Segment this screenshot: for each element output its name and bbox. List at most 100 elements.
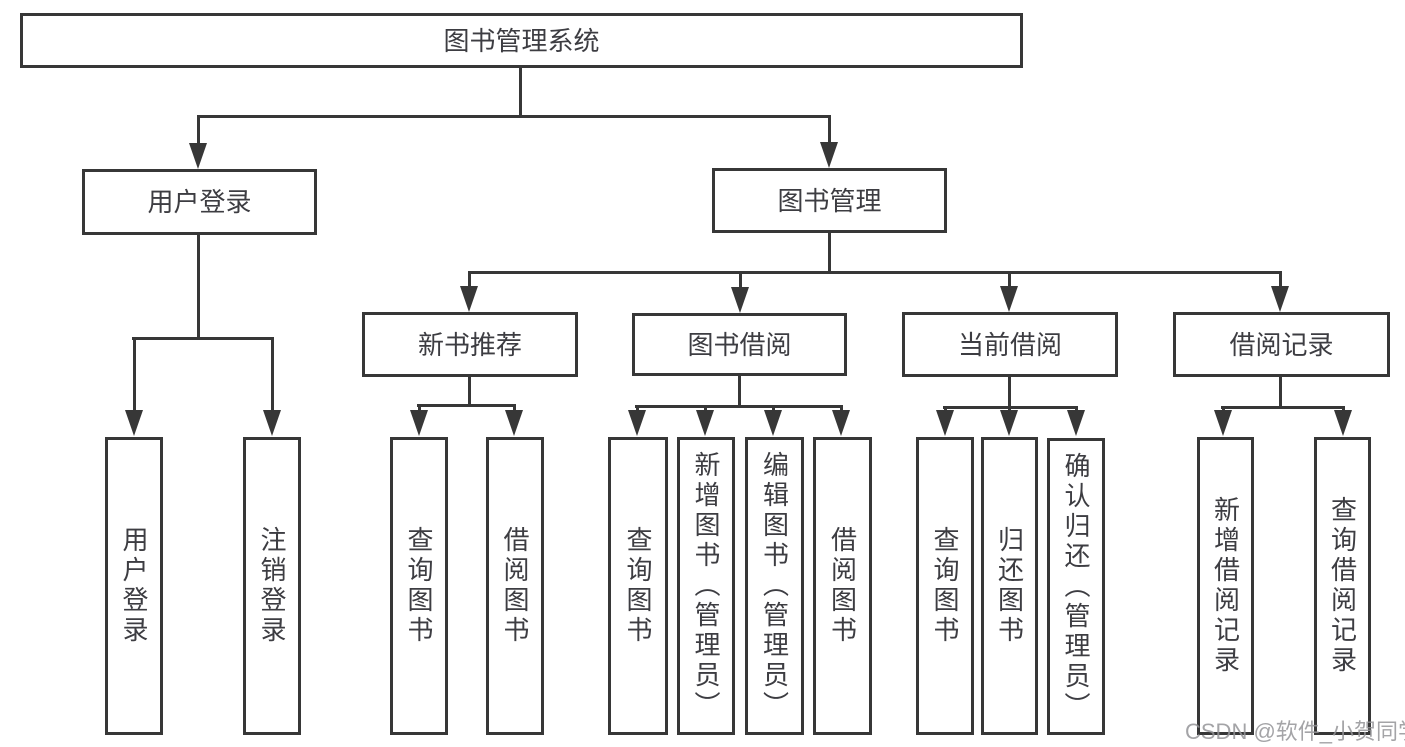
- leaf-query-borrow-record-label: 查询借阅记录: [1327, 496, 1358, 676]
- node-book-borrow: 图书借阅: [632, 313, 847, 376]
- node-book-management: 图书管理: [712, 168, 947, 233]
- arrow-down-icon: [505, 404, 523, 436]
- leaf-borrow-books: 借阅图书: [813, 437, 872, 735]
- arrow-stem: [467, 271, 471, 286]
- arrow-down-icon: [1271, 271, 1289, 312]
- node-user-login: 用户登录: [82, 169, 317, 235]
- leaf-return-books: 归还图书: [981, 437, 1038, 735]
- node-current-borrow: 当前借阅: [902, 312, 1118, 377]
- node-current-borrow-label: 当前借阅: [957, 329, 1062, 360]
- leaf-query-books-current: 查询图书: [916, 437, 974, 735]
- leaf-edit-books-admin-label: 编辑图书（管理员）: [759, 451, 790, 721]
- connector-line: [635, 405, 843, 408]
- connector-line: [519, 66, 522, 118]
- node-root-library-system: 图书管理系统: [20, 13, 1023, 68]
- arrow-tip: [1214, 410, 1232, 436]
- connector-line: [468, 271, 1282, 274]
- arrow-down-icon: [832, 405, 850, 436]
- csdn-watermark: CSDN @软件_小贺同学: [1185, 719, 1405, 744]
- arrow-stem: [827, 115, 831, 142]
- arrow-stem: [512, 404, 516, 410]
- arrow-stem: [270, 337, 274, 410]
- arrow-down-icon: [1000, 271, 1018, 312]
- arrow-stem: [1278, 271, 1282, 286]
- leaf-add-books-admin: 新增图书（管理员）: [677, 437, 735, 735]
- node-new-book-recommend: 新书推荐: [362, 312, 578, 377]
- connector-line: [1008, 376, 1011, 409]
- leaf-add-books-admin-label: 新增图书（管理员）: [691, 451, 721, 721]
- node-user-login-label: 用户登录: [147, 187, 252, 217]
- arrow-down-icon: [628, 405, 646, 436]
- arrow-tip: [1000, 410, 1018, 436]
- arrow-down-icon: [1214, 406, 1232, 436]
- connector-line: [943, 406, 1078, 409]
- arrow-down-icon: [1067, 406, 1085, 436]
- arrow-tip: [1067, 410, 1085, 436]
- arrow-stem: [1007, 271, 1011, 286]
- leaf-borrow-books-recommend-label: 借阅图书: [500, 526, 530, 646]
- arrow-stem: [196, 115, 200, 143]
- arrow-stem: [771, 405, 775, 410]
- node-borrow-records-label: 借阅记录: [1229, 329, 1334, 360]
- arrow-down-icon: [410, 404, 428, 436]
- node-book-borrow-label: 图书借阅: [687, 329, 792, 360]
- connector-line: [132, 337, 274, 340]
- leaf-query-books-recommend-label: 查询图书: [404, 526, 434, 646]
- connector-line: [197, 115, 831, 118]
- arrow-stem: [132, 337, 136, 410]
- leaf-query-books-recommend: 查询图书: [390, 437, 448, 735]
- arrow-stem: [943, 406, 947, 410]
- leaf-query-borrow-record: 查询借阅记录: [1314, 437, 1371, 735]
- leaf-confirm-return-admin: 确认归还（管理员）: [1047, 438, 1105, 735]
- connector-line: [828, 232, 831, 274]
- connector-line: [1279, 376, 1282, 409]
- connector-line: [468, 376, 471, 407]
- arrow-tip: [1271, 286, 1289, 312]
- leaf-query-books-borrow-label: 查询图书: [623, 526, 653, 646]
- arrow-stem: [839, 405, 843, 410]
- arrow-tip: [1000, 286, 1018, 312]
- leaf-user-login: 用户登录: [105, 437, 163, 735]
- leaf-confirm-return-admin-label: 确认归还（管理员）: [1061, 451, 1091, 722]
- arrow-tip: [460, 286, 478, 312]
- arrow-down-icon: [1000, 406, 1018, 436]
- node-root-label: 图书管理系统: [443, 25, 600, 56]
- arrow-down-icon: [764, 405, 782, 436]
- arrow-down-icon: [263, 337, 281, 436]
- arrow-stem: [703, 405, 707, 410]
- arrow-stem: [1007, 406, 1011, 410]
- arrow-stem: [1074, 406, 1078, 410]
- leaf-borrow-books-label: 借阅图书: [827, 526, 858, 646]
- arrow-tip: [189, 143, 207, 169]
- arrow-tip: [731, 287, 749, 313]
- node-book-management-label: 图书管理: [777, 185, 882, 216]
- leaf-edit-books-admin: 编辑图书（管理员）: [745, 437, 804, 735]
- arrow-down-icon: [936, 406, 954, 436]
- arrow-down-icon: [125, 337, 143, 436]
- leaf-user-login-label: 用户登录: [119, 526, 149, 646]
- arrow-tip: [764, 410, 782, 436]
- connector-line: [417, 404, 516, 407]
- leaf-logout-label: 注销登录: [257, 526, 287, 646]
- arrow-tip: [410, 410, 428, 436]
- node-borrow-records: 借阅记录: [1173, 312, 1390, 377]
- arrow-down-icon: [1334, 406, 1352, 436]
- arrow-tip: [1334, 410, 1352, 436]
- leaf-borrow-books-recommend: 借阅图书: [486, 437, 544, 735]
- arrow-tip: [263, 410, 281, 436]
- arrow-stem: [417, 404, 421, 410]
- connector-line: [738, 375, 741, 408]
- leaf-add-borrow-record: 新增借阅记录: [1197, 437, 1254, 735]
- arrow-tip: [505, 410, 523, 436]
- arrow-stem: [635, 405, 639, 410]
- arrow-down-icon: [696, 405, 714, 436]
- leaf-return-books-label: 归还图书: [994, 526, 1025, 646]
- arrow-down-icon: [820, 115, 838, 168]
- leaf-query-books-current-label: 查询图书: [930, 526, 960, 646]
- arrow-tip: [936, 410, 954, 436]
- arrow-stem: [1341, 406, 1345, 410]
- arrow-tip: [628, 410, 646, 436]
- arrow-down-icon: [189, 115, 207, 169]
- arrow-down-icon: [731, 271, 749, 313]
- arrow-stem: [738, 271, 742, 287]
